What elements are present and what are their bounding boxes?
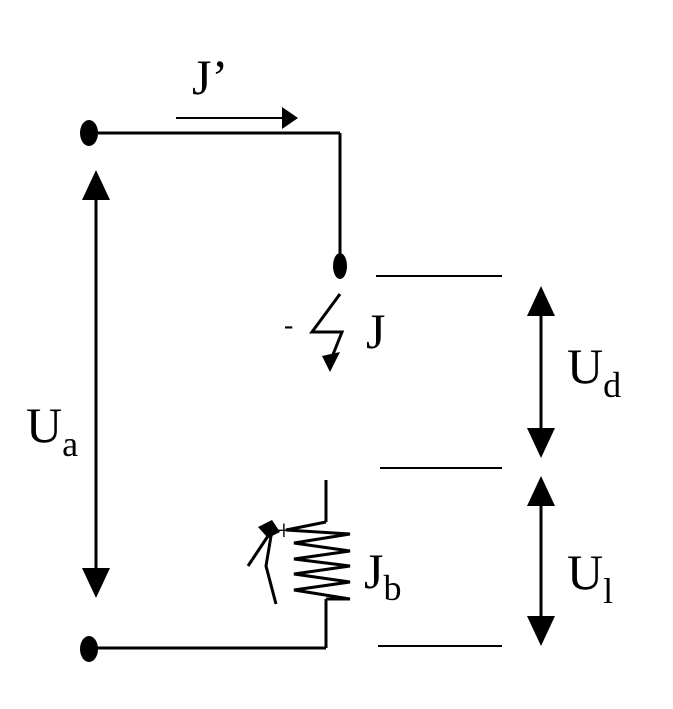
voltage-d-subscript: d <box>603 365 621 405</box>
voltage-l-label: Ul <box>567 544 613 611</box>
bottom-current-symbol: J <box>364 543 383 599</box>
voltage-l-subscript: l <box>603 571 613 611</box>
arc-current-label: J <box>366 303 385 359</box>
bottom-current-subscript: b <box>383 568 401 608</box>
voltage-d-label: Ud <box>567 338 621 405</box>
voltage-total-symbol: U <box>26 397 62 453</box>
voltage-arrow-d <box>527 286 555 458</box>
bottom-current-label: Jb <box>364 543 401 608</box>
arc-discharge-symbol <box>309 293 345 372</box>
minus-sign: - <box>284 310 293 341</box>
lightning-bolt-icon <box>246 520 280 605</box>
voltage-total-subscript: a <box>62 424 78 464</box>
voltage-arrow-l <box>527 476 555 646</box>
cathode-node <box>333 253 347 279</box>
current-top-label: J’ <box>192 49 228 105</box>
voltage-arrow-total <box>82 170 110 598</box>
voltage-d-symbol: U <box>567 338 603 394</box>
resistor-coil <box>285 520 351 601</box>
voltage-l-symbol: U <box>567 544 603 600</box>
voltage-total-label: Ua <box>26 397 78 464</box>
plus-sign: + <box>276 516 292 547</box>
current-arrow-top <box>176 107 298 129</box>
